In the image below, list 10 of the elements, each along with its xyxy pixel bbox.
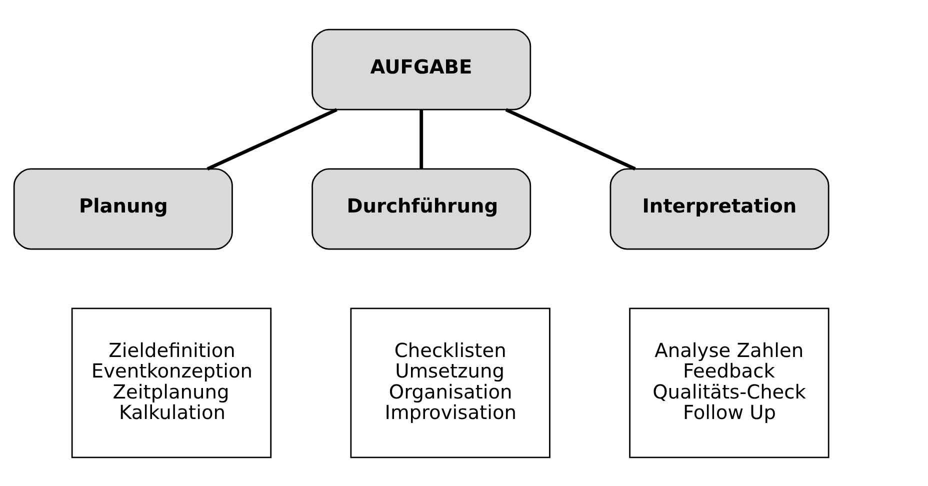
node-box: Interpretation	[610, 168, 830, 250]
connector	[420, 109, 424, 168]
node-box: Planung	[13, 168, 233, 250]
node-box: Analyse Zahlen Feedback Qualitäts-Check Follow Up	[629, 307, 830, 458]
node-box: Durchführung	[312, 168, 532, 250]
node-box: Checklisten Umsetzung Organisation Improvisation	[350, 307, 550, 458]
connector	[505, 108, 636, 170]
node-box: Zieldefinition Eventkonzeption Zeitplanung Kalkulation	[71, 307, 272, 458]
node-box: AUFGABE	[312, 28, 532, 110]
connector	[206, 108, 338, 170]
